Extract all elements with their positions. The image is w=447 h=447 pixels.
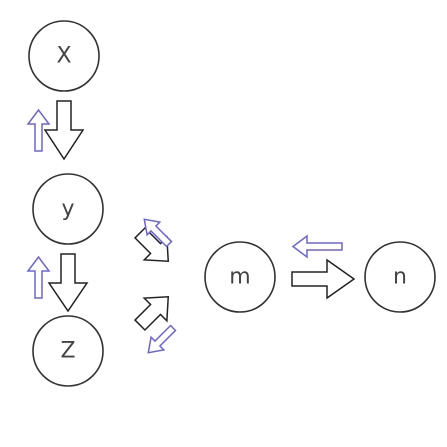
reverse-arrow-m-z bbox=[147, 324, 177, 354]
node-label-x: X bbox=[56, 44, 71, 69]
forward-arrow-y-z bbox=[47, 253, 89, 313]
reverse-arrow-n-m bbox=[291, 234, 343, 259]
node-label-m: m bbox=[229, 265, 250, 290]
node-n: n bbox=[364, 241, 436, 313]
node-m: m bbox=[204, 241, 276, 313]
edge-z-m bbox=[133, 295, 177, 354]
reverse-arrow-m-y bbox=[143, 218, 173, 248]
edge-y-z bbox=[26, 253, 89, 313]
edge-y-m bbox=[133, 218, 173, 263]
forward-arrow-x-y bbox=[43, 100, 85, 161]
reverse-arrow-y-x bbox=[26, 108, 51, 152]
reverse-arrow-z-y bbox=[26, 255, 51, 299]
forward-arrow-m-n bbox=[291, 258, 356, 300]
node-y: y bbox=[32, 173, 104, 245]
node-x: X bbox=[28, 20, 100, 92]
node-label-n: n bbox=[393, 265, 407, 290]
edge-m-n bbox=[291, 234, 356, 300]
node-label-y: y bbox=[61, 197, 74, 222]
forward-arrow-z-m bbox=[133, 295, 170, 332]
node-label-z: Z bbox=[60, 339, 75, 364]
edge-x-y bbox=[26, 100, 85, 161]
node-z: Z bbox=[32, 315, 104, 387]
